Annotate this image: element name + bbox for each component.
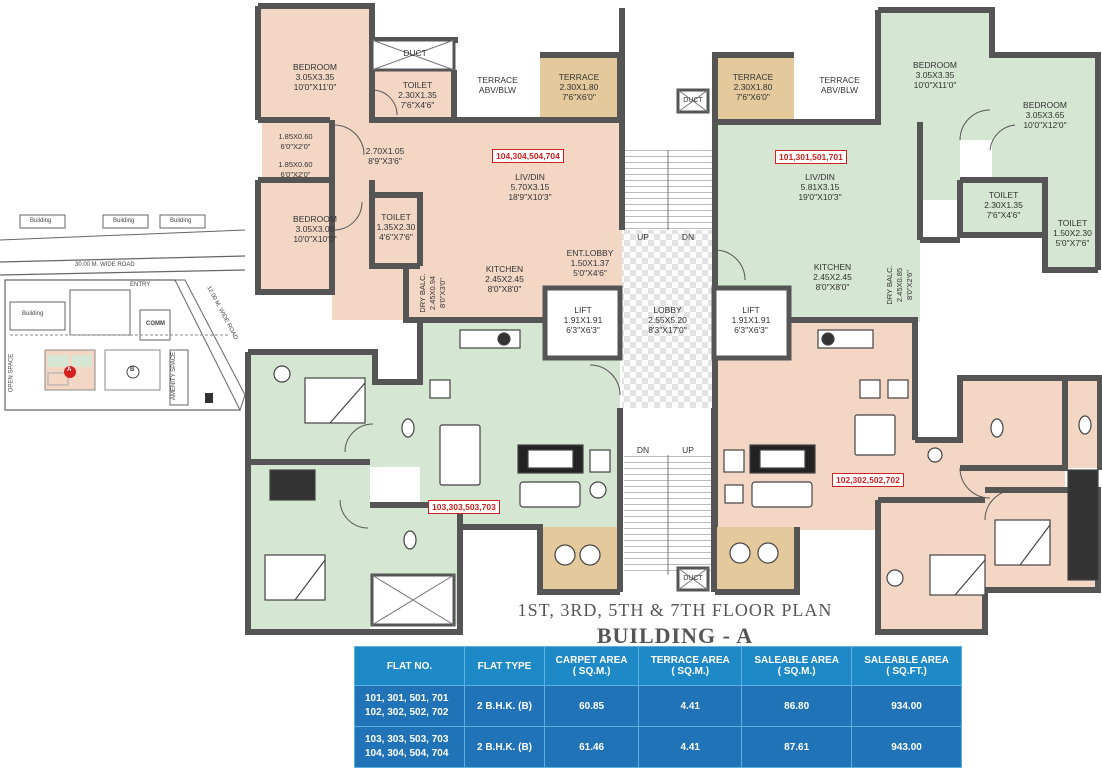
flat-number-bottom-right: 102,302,502,702	[832, 473, 904, 487]
row2-saleable-sqm: 87.61	[741, 726, 853, 768]
room-duct-top-left: DUCT	[403, 48, 427, 58]
stair-dn-bottom: DN	[636, 445, 650, 455]
stair-up-bottom: UP	[682, 445, 694, 455]
stair-up-top: UP	[637, 232, 649, 242]
floor-plan	[245, 3, 1102, 635]
building-title: BUILDING - A	[596, 623, 754, 648]
row2-terrace: 4.41	[638, 726, 743, 768]
row1-terrace: 4.41	[638, 685, 743, 727]
row2-flat-type: 2 B.H.K. (B)	[464, 726, 545, 768]
lift-shaft-left	[542, 285, 623, 361]
site-building-1: Building	[30, 218, 52, 224]
header-saleable-sqm: SALEABLE AREA( SQ.M.)	[741, 646, 853, 686]
row2-saleable-sqft: 943.00	[851, 726, 962, 768]
row1-flat-type: 2 B.H.K. (B)	[464, 685, 545, 727]
room-duct-top-right: DUCT	[683, 97, 703, 104]
site-building-3: Building	[170, 218, 192, 224]
flat-bottom-right	[715, 320, 1100, 630]
stair-dn-top: DN	[681, 232, 695, 242]
site-entry-label: ENTRY	[130, 282, 151, 288]
room-duct-bottom: DUCT	[683, 575, 703, 582]
flat-number-top-right: 101,301,501,701	[775, 150, 847, 164]
flat-number-top-left: 104,304,504,704	[492, 149, 564, 163]
site-marker-b: B	[130, 367, 135, 373]
row1-carpet: 60.85	[543, 685, 640, 727]
header-flat-no: FLAT NO.	[354, 646, 465, 686]
header-carpet-area: CARPET AREA( SQ.M.)	[543, 646, 640, 686]
site-plan	[0, 214, 246, 412]
row1-saleable-sqm: 86.80	[741, 685, 853, 727]
lobby-floor	[622, 230, 714, 408]
building-a-block	[44, 349, 96, 391]
header-terrace-area: TERRACE AREA( SQ.M.)	[638, 646, 743, 686]
site-building-left: Building	[22, 311, 44, 317]
site-road-label: 30.00 M. WIDE ROAD	[75, 262, 135, 268]
site-marker-a: A	[67, 367, 72, 373]
building-b-block	[104, 349, 161, 391]
floor-plan-title: 1ST, 3RD, 5TH & 7TH FLOOR PLAN	[517, 600, 833, 620]
furniture	[264, 329, 1099, 601]
site-building-2: Building	[113, 218, 135, 224]
area-table: FLAT NO. FLAT TYPE CARPET AREA( SQ.M.) T…	[354, 646, 962, 768]
flat-number-bottom-left: 103,303,503,703	[428, 500, 500, 514]
header-saleable-sqft: SALEABLE AREA( SQ.FT.)	[851, 646, 962, 686]
door-swings	[333, 89, 1016, 529]
header-flat-type: FLAT TYPE	[464, 646, 545, 686]
site-comm-label: COMM	[146, 321, 165, 327]
row2-carpet: 61.46	[543, 726, 640, 768]
lift-shaft-right	[711, 285, 792, 361]
table-header-row: FLAT NO. FLAT TYPE CARPET AREA( SQ.M.) T…	[354, 646, 962, 686]
row1-saleable-sqft: 934.00	[851, 685, 962, 727]
